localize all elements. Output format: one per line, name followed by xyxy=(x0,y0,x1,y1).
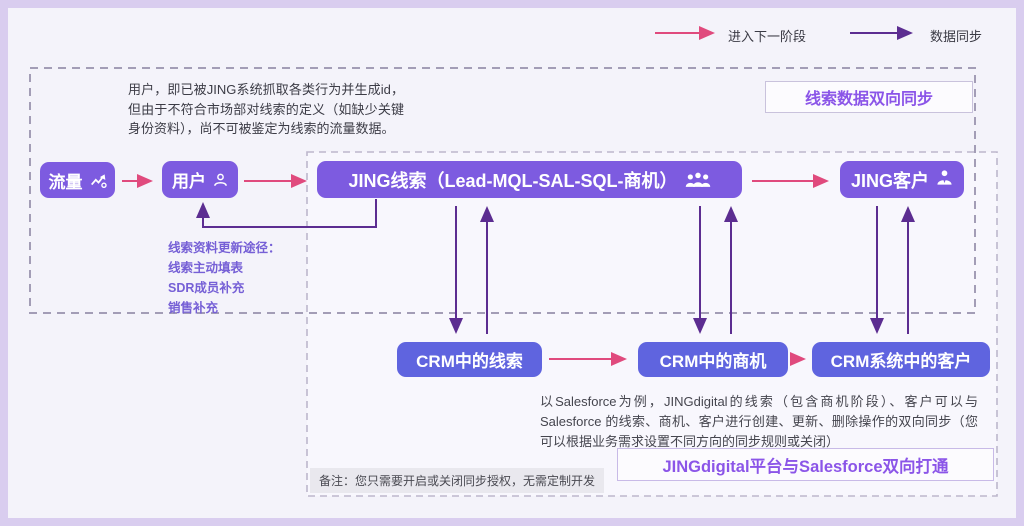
user-definition-note: 用户，即已被JING系统抓取各类行为并生成id，但由于不符合市场部对线索的定义（… xyxy=(128,82,404,136)
node-traffic: 流量 xyxy=(40,162,115,198)
platform-sync-label-text: JINGdigital平台与Salesforce双向打通 xyxy=(662,457,949,476)
lead-update-paths-title: 线索资料更新途径： xyxy=(168,241,281,255)
node-crm-lead-label: CRM中的线索 xyxy=(416,352,523,371)
trend-chart-icon xyxy=(90,173,107,188)
node-crm-customer-label: CRM系统中的客户 xyxy=(830,352,972,371)
remark-note: 备注：您只需要开启或关闭同步授权，无需定制开发 xyxy=(310,468,605,493)
node-jing-customer-label: JING客户 xyxy=(850,170,929,191)
node-jing-lead-label: JING线索（Lead-MQL-SAL-SQL-商机） xyxy=(348,170,678,191)
lead-update-path-item: 销售补充 xyxy=(168,301,219,315)
node-jing-customer: JING客户 xyxy=(840,161,964,198)
legend-next-stage-label: 进入下一阶段 xyxy=(728,29,807,44)
node-traffic-label: 流量 xyxy=(48,172,83,192)
lead-update-paths: 线索资料更新途径： 线索主动填表 SDR成员补充 销售补充 xyxy=(168,238,281,318)
node-user-label: 用户 xyxy=(172,172,206,191)
platform-sync-label: JINGdigital平台与Salesforce双向打通 xyxy=(617,448,994,481)
salesforce-sync-note: 以Salesforce为例，JINGdigital的线索（包含商机阶段）、客户可… xyxy=(540,394,978,449)
node-crm-opportunity: CRM中的商机 xyxy=(638,342,788,377)
lead-sync-label-text: 线索数据双向同步 xyxy=(804,91,933,108)
node-user: 用户 xyxy=(162,161,238,198)
node-jing-lead: JING线索（Lead-MQL-SAL-SQL-商机） xyxy=(317,161,742,198)
lead-sync-label: 线索数据双向同步 xyxy=(765,81,973,113)
business-person-icon xyxy=(936,169,953,191)
legend-data-sync-label: 数据同步 xyxy=(930,29,983,44)
person-icon xyxy=(213,172,228,187)
node-crm-customer: CRM系统中的客户 xyxy=(812,342,990,377)
node-crm-lead: CRM中的线索 xyxy=(397,342,542,377)
lead-update-path-item: 线索主动填表 xyxy=(168,261,244,275)
lead-update-path-item: SDR成员补充 xyxy=(168,281,245,295)
people-group-icon xyxy=(685,172,711,188)
node-crm-opportunity-label: CRM中的商机 xyxy=(659,352,767,371)
